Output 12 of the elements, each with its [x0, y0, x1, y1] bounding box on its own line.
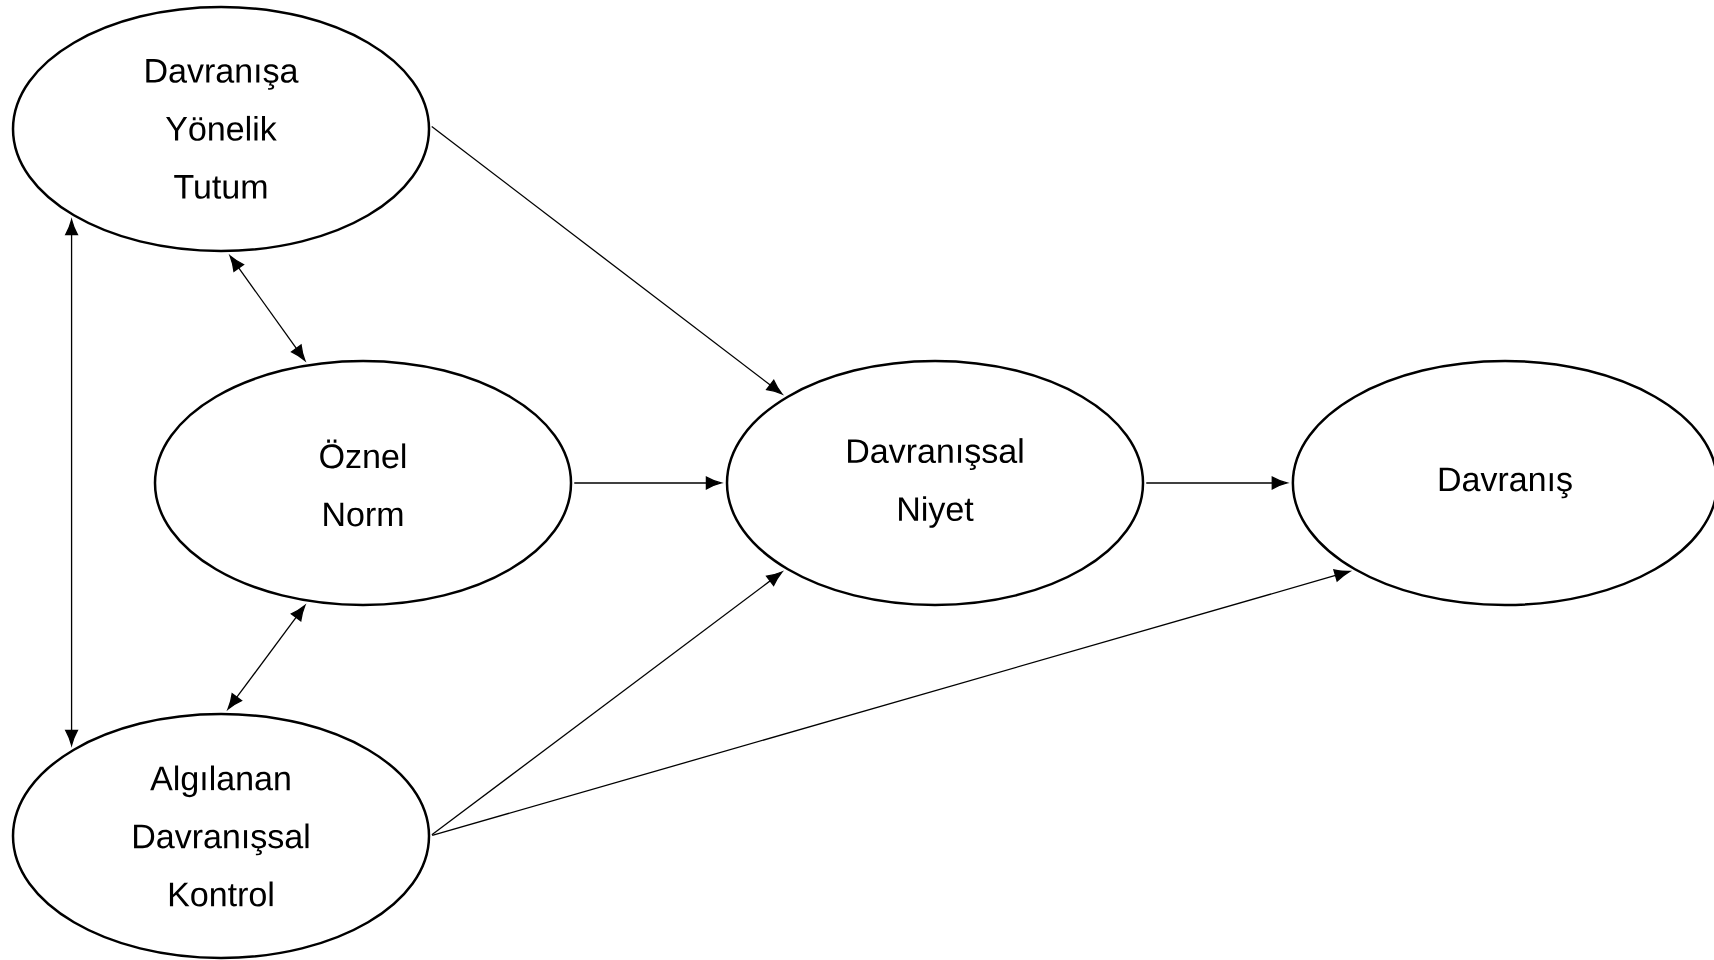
arrow — [229, 255, 306, 362]
arrow — [65, 219, 79, 746]
ellipse-node: Öznel Norm — [153, 359, 573, 607]
arrow — [573, 476, 722, 490]
ellipse-node: Davranışa Yönelik Tutum — [11, 5, 431, 253]
arrow — [227, 604, 306, 710]
arrow — [1145, 476, 1288, 490]
ellipse-node: Algılanan Davranışsal Kontrol — [11, 712, 431, 960]
ellipse-node: Davranışsal Niyet — [725, 359, 1145, 607]
arrow — [431, 125, 783, 395]
arrow — [431, 569, 1351, 837]
arrow — [431, 571, 783, 836]
